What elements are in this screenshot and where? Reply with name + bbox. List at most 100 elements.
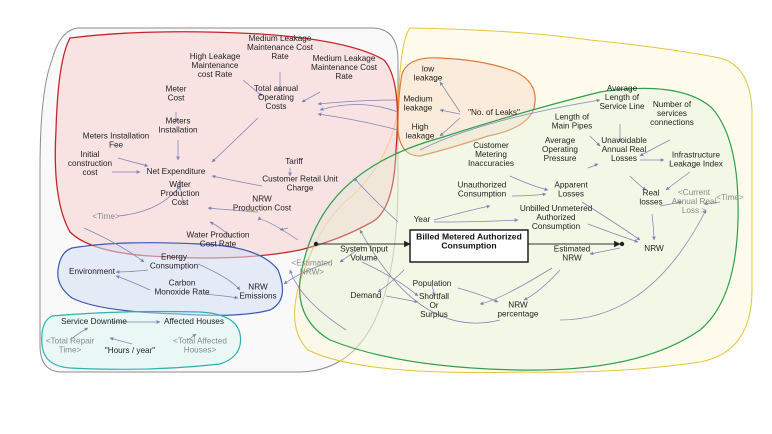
node-population: Population [413, 279, 452, 288]
demand-region [298, 87, 739, 371]
node-label-line: Shortfall [419, 292, 449, 301]
node-label-line: Main Pipes [552, 122, 593, 131]
node-label-line: Water [169, 180, 191, 189]
node-label-line: "Hours / year" [105, 346, 155, 355]
node-label-line: Billed Metered Authorized [416, 231, 522, 241]
node-label-line: Number of [653, 100, 692, 109]
node-label-line: Production [160, 189, 200, 198]
causal-arrows [69, 72, 721, 345]
node-label-line: losses [639, 198, 662, 207]
node-nrw: NRW [644, 244, 664, 253]
node-label-line: Average [607, 84, 638, 93]
flow-source-dot [313, 241, 319, 247]
node-label-line: services [657, 109, 687, 118]
node-environment: Environment [69, 267, 116, 276]
node-label-line: Authorized [536, 213, 576, 222]
node-net-expenditure: Net Expenditure [147, 167, 206, 176]
node-label-line: <Total Affected [173, 336, 227, 345]
node-label-line: Maintenance [192, 61, 239, 70]
node-label-line: percentage [498, 310, 539, 319]
node-label-line: Pressure [544, 154, 577, 163]
node-label-line: NRW [562, 254, 582, 263]
node-label-line: Inaccuracies [468, 159, 514, 168]
node-label-line: Net Expenditure [147, 167, 206, 176]
node-label-line: Consumption [532, 222, 581, 231]
node-label-line: Unbilled Unmetered [520, 204, 593, 213]
leak-region [397, 57, 536, 157]
node-label-line: Charge [287, 184, 314, 193]
node-label-line: Apparent [554, 180, 588, 189]
node-label-line: Customer Retail Unit [262, 174, 338, 183]
node-label-line: Monoxide Rate [154, 288, 210, 297]
node-label-line: Affected Houses [164, 317, 224, 326]
node-label-line: NRW> [300, 268, 324, 277]
node-label-line: Medium Leakage [313, 54, 376, 63]
node-demand: Demand [351, 291, 382, 300]
node-label-line: Meters [165, 116, 190, 125]
node-service-downtime: Service Downtime [61, 317, 127, 326]
node-label-line: Houses> [184, 346, 217, 355]
node-label-line: NRW [248, 282, 268, 291]
node-label-line: Service Line [599, 102, 645, 111]
node-label-line: Medium Leakage [249, 34, 312, 43]
node-label-line: <Time> [716, 193, 744, 202]
node-label-line: Emissions [239, 292, 276, 301]
node-label-line: Cost [168, 94, 186, 103]
node-label-line: Water Production [187, 230, 250, 239]
node-label-line: Estimated [554, 244, 591, 253]
node-label-line: Initial [80, 150, 99, 159]
node-label-line: Average [545, 136, 576, 145]
node-label-line: Length of [605, 93, 640, 102]
node-label-line: Year [414, 215, 431, 224]
env-region [57, 242, 284, 316]
node-label-line: Losses [611, 154, 637, 163]
node-label-line: High Leakage [190, 52, 241, 61]
node-label-line: Unauthorized [458, 180, 507, 189]
cost-region [54, 31, 399, 259]
node-label-line: Or [429, 301, 438, 310]
node-label-line: Leakage Index [669, 160, 723, 169]
node-tariff: Tariff [285, 157, 303, 166]
node-label-line: <Total Repair [46, 336, 95, 345]
node-label-line: Production Cost [233, 204, 292, 213]
node-label-line: Energy [161, 252, 188, 261]
node-label-line: Length of [555, 112, 590, 121]
flow-sink-dot [619, 241, 625, 247]
node-label-line: leakage [406, 132, 435, 141]
node-label-line: NRW [644, 244, 664, 253]
node-label-line: Medium [403, 94, 432, 103]
node-label-line: Consumption [150, 262, 199, 271]
billed-metered-box [409, 229, 529, 263]
node-label-line: Maintenance Cost [247, 43, 314, 52]
node-label-line: Metering [475, 150, 507, 159]
node-label-line: cost [82, 168, 98, 177]
node-label-line: Rate [335, 72, 353, 81]
node-time-shadow-right: <Time> [716, 193, 744, 202]
node-label-line: Loss > [682, 206, 707, 215]
node-label-line: <Time> [92, 212, 120, 221]
node-year: Year [414, 215, 431, 224]
node-label-line: Costs [266, 102, 287, 111]
node-no-of-leaks: "No. of Leaks" [468, 108, 520, 117]
node-label-line: <Estimated [291, 258, 333, 267]
